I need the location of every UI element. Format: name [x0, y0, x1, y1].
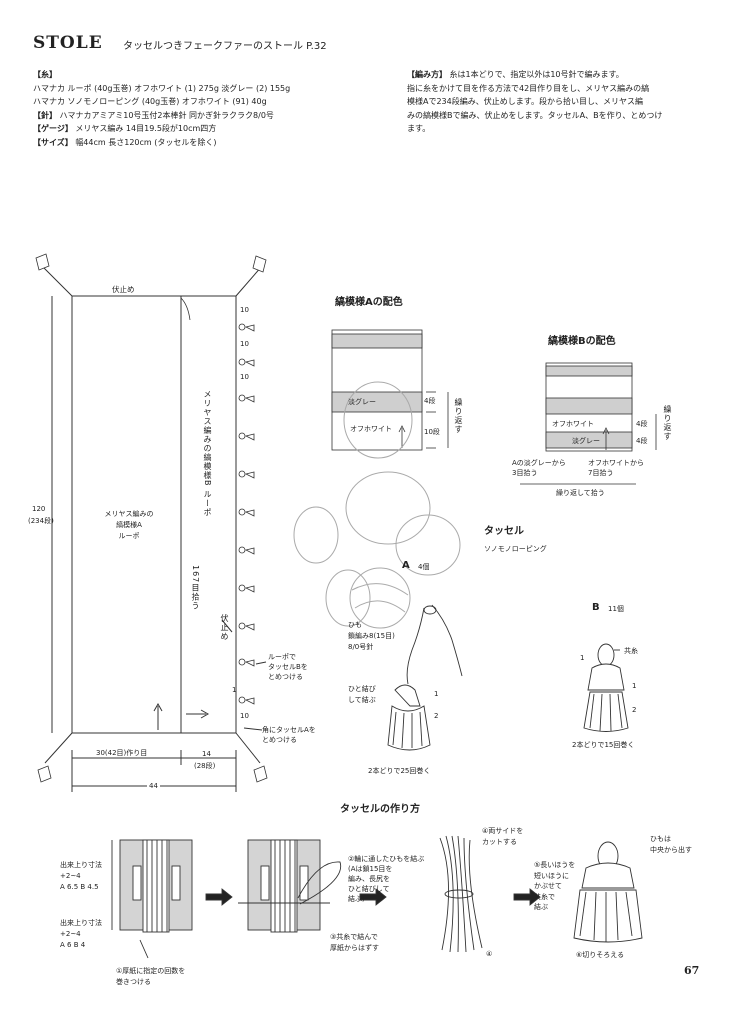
- stripe-b-color1: オフホワイト: [552, 420, 594, 428]
- tassel-a-note: 角にタッセルAをとめつける: [262, 726, 316, 744]
- stole-outline: [71, 295, 237, 734]
- panel-b-rows-label: (28段): [194, 762, 216, 770]
- howto-step-1: ①厚紙に指定の回数を巻きつける: [116, 967, 186, 986]
- tassel-b-num: 2: [632, 706, 637, 714]
- page-title: STOLE: [33, 33, 103, 53]
- stripe-a-rows1: 4段: [424, 397, 436, 405]
- pickup-label: 167目拾う: [191, 565, 200, 611]
- method-line: 指に糸をかけて目を作る方法で42目作り目をし、メリヤス編みの縞: [407, 83, 650, 93]
- stripe-b-repeat: 繰り返す: [663, 405, 672, 441]
- spec-row: ハマナカ ソノモノローピング (40g玉巻) オフホワイト (91) 40g: [33, 97, 267, 106]
- spec-row: ハマナカ ルーポ (40g玉巻) オフホワイト (1) 275g 淡グレー (2…: [33, 83, 291, 93]
- howto-step-4-mark: ④: [486, 950, 493, 958]
- panel-b-label: メリヤス編みの縞模様B ルーポ: [203, 390, 212, 518]
- corner-cord: [41, 265, 73, 297]
- side-bindoff-label: 伏止め: [220, 614, 229, 641]
- method-line: 糸は1本どりで、指定以外は10号針で編みます。: [449, 70, 624, 79]
- corner-cord: [235, 265, 263, 297]
- stripe-a-title: 縞模様Aの配色: [335, 297, 403, 308]
- knitting-method: 【編み方】 糸は1本どりで、指定以外は10号針で編みます。 指に糸をかけて目を作…: [407, 68, 707, 136]
- stripe-b-color2: 淡グレー: [572, 437, 600, 445]
- method-line: 模様Aで234段編み、伏止めします。段から拾い目し、メリヤス編: [407, 97, 643, 106]
- tassel-yarn: ソノモノローピング: [484, 545, 547, 553]
- tassel-b-same-yarn: 共糸: [624, 647, 638, 655]
- stripe-a-rows2: 10段: [424, 428, 440, 436]
- tassel-b-note: ルーポでタッセルBをとめつける: [268, 653, 308, 681]
- howto-step-7: ⑥切りそろえる: [576, 951, 625, 959]
- method-key: 【編み方】: [407, 70, 447, 79]
- howto-step-3: ③共糸で結んで厚紙からはずす: [330, 933, 379, 952]
- top-bindoff-label: 伏止め: [112, 285, 135, 294]
- stripe-b-rows2: 4段: [636, 437, 648, 445]
- row-count-label: 1: [232, 686, 237, 694]
- stripe-b-note-c: 繰り返して拾う: [556, 489, 605, 497]
- row-count-label: 10: [240, 373, 249, 381]
- length-label: 120: [32, 505, 46, 513]
- tassel-a-wind: 2本どりで25回巻く: [368, 767, 431, 775]
- tassel-a-tie: ひと結びして結ぶ: [348, 685, 376, 704]
- method-line: ます。: [407, 124, 431, 133]
- tassel-b-illustration: [583, 643, 629, 732]
- stripe-a-color1: 淡グレー: [348, 398, 376, 406]
- materials-spec: 【糸】 ハマナカ ルーポ (40g玉巻) オフホワイト (1) 275g 淡グレ…: [33, 68, 393, 149]
- tassel-b-label: B: [592, 602, 600, 613]
- tassel-title: タッセル: [484, 526, 524, 537]
- decorative-illustration: [293, 381, 461, 629]
- stripe-a-color2: オフホワイト: [350, 425, 392, 433]
- tassel-a-label: A: [402, 560, 410, 571]
- stripe-b-rows1: 4段: [636, 420, 648, 428]
- tassel-b-num: 1: [632, 682, 637, 690]
- howto-illustrations: [111, 835, 643, 959]
- tassel-b-wind: 2本どりで15回巻く: [572, 741, 635, 749]
- method-line: みの縞模様Bで編み、伏止めをします。タッセルA、Bを作り、とめつけ: [407, 110, 663, 120]
- howto-step-6: ひもは中央から出す: [650, 835, 692, 854]
- spec-row: 【針】 ハマナカアミアミ10号玉付2本棒針 同かぎ針ラクラク8/0号: [33, 110, 274, 120]
- panel-b-width-label: 14: [202, 750, 211, 758]
- tassel-a-num: 2: [434, 712, 439, 720]
- spec-row: 【糸】: [33, 70, 57, 79]
- howto-step-2: ②輪に通したひもを結ぶ(Aは鎖15目を編み、長尻をひと結びして結ぶ): [348, 855, 425, 903]
- howto-step-5: ⑤長いほうを短いほうにかぶせて共糸で結ぶ: [534, 861, 576, 911]
- row-count-label: 10: [240, 340, 249, 348]
- howto-title: タッセルの作り方: [340, 804, 420, 815]
- stripe-b-title: 縞模様Bの配色: [548, 336, 616, 347]
- page-number: 67: [684, 964, 700, 977]
- tassel-a-num: 1: [434, 690, 439, 698]
- tassel-b-count: 11個: [608, 605, 624, 613]
- tassel-a-count: 4個: [418, 563, 430, 571]
- tassel-b-num: 1: [580, 654, 585, 662]
- tassel-a-cord: ひも鎖編み8(15目)8/0号針: [348, 621, 395, 651]
- row-count-label: 10: [240, 712, 249, 720]
- tassel-a-illustration: [387, 604, 463, 751]
- row-count-label: 10: [240, 306, 249, 314]
- howto-step-4: ④両サイドをカットする: [482, 827, 524, 846]
- corner-cord: [235, 732, 261, 764]
- length-rows-label: (234段): [28, 517, 54, 525]
- corner-cord: [44, 732, 73, 764]
- spec-row: 【サイズ】 幅44cm 長さ120cm (タッセルを除く): [33, 137, 217, 147]
- spec-row: 【ゲージ】 メリヤス編み 14目19.5段が10cm四方: [33, 124, 217, 133]
- stripe-a-repeat: 繰り返す: [454, 398, 463, 434]
- page-subtitle: タッセルつきフェークファーのストール P.32: [123, 41, 327, 52]
- total-width-label: 44: [147, 782, 160, 790]
- cast-on-label: 30(42目)作り目: [96, 749, 148, 757]
